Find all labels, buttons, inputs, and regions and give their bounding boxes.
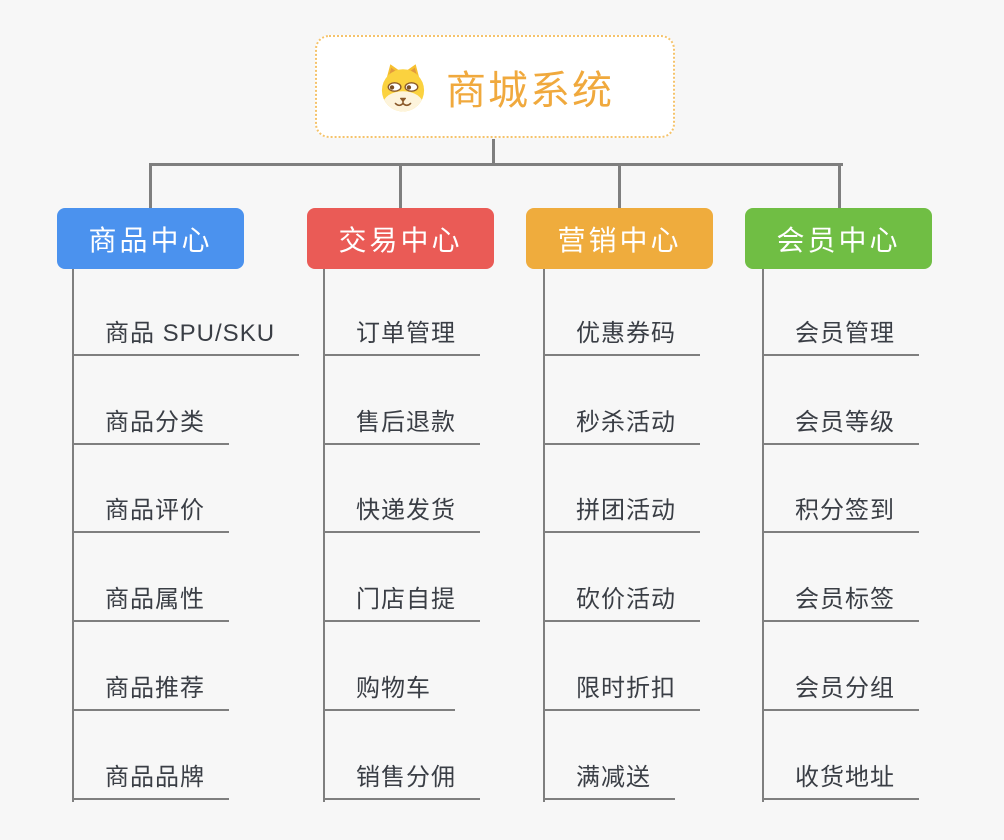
connector-rail-1	[323, 269, 325, 802]
child-node-2-0[interactable]: 优惠券码	[543, 320, 700, 356]
child-node-1-3[interactable]: 门店自提	[323, 586, 480, 622]
branch-node-1[interactable]: 交易中心	[307, 208, 494, 269]
child-node-0-1[interactable]: 商品分类	[72, 409, 229, 445]
root-title: 商城系统	[446, 68, 614, 113]
child-node-0-0[interactable]: 商品 SPU/SKU	[72, 320, 300, 356]
child-node-1-0[interactable]: 订单管理	[323, 320, 480, 356]
child-node-1-5[interactable]: 销售分佣	[323, 764, 480, 800]
connector-root-stem	[492, 139, 495, 164]
child-node-0-4[interactable]: 商品推荐	[72, 675, 229, 711]
child-node-3-0[interactable]: 会员管理	[762, 320, 919, 356]
connector-drop-0	[149, 163, 152, 208]
child-node-3-4[interactable]: 会员分组	[762, 675, 919, 711]
connector-drop-1	[399, 163, 402, 208]
child-node-3-1[interactable]: 会员等级	[762, 409, 919, 445]
child-node-1-2[interactable]: 快递发货	[323, 497, 480, 533]
connector-rail-3	[762, 269, 764, 802]
child-node-3-3[interactable]: 会员标签	[762, 586, 919, 622]
child-node-3-5[interactable]: 收货地址	[762, 764, 919, 800]
connector-rail-2	[543, 269, 545, 802]
connector-horizontal	[149, 163, 843, 166]
child-node-2-2[interactable]: 拼团活动	[543, 497, 700, 533]
connector-drop-3	[837, 163, 841, 208]
child-node-1-1[interactable]: 售后退款	[323, 409, 480, 445]
branch-node-0[interactable]: 商品中心	[57, 208, 244, 269]
child-node-2-1[interactable]: 秒杀活动	[543, 409, 700, 445]
child-node-2-5[interactable]: 满减送	[543, 764, 675, 800]
child-node-0-3[interactable]: 商品属性	[72, 586, 229, 622]
connector-drop-2	[618, 163, 621, 208]
branch-node-2[interactable]: 营销中心	[526, 208, 713, 269]
dog-face-icon	[376, 60, 430, 114]
child-node-1-4[interactable]: 购物车	[323, 675, 455, 711]
child-node-0-5[interactable]: 商品品牌	[72, 764, 229, 800]
connector-rail-0	[72, 269, 74, 802]
child-node-0-2[interactable]: 商品评价	[72, 497, 229, 533]
child-node-2-4[interactable]: 限时折扣	[543, 675, 700, 711]
child-node-3-2[interactable]: 积分签到	[762, 497, 919, 533]
child-node-2-3[interactable]: 砍价活动	[543, 586, 700, 622]
branch-node-3[interactable]: 会员中心	[745, 208, 932, 269]
root-node[interactable]: 商城系统	[315, 35, 675, 138]
